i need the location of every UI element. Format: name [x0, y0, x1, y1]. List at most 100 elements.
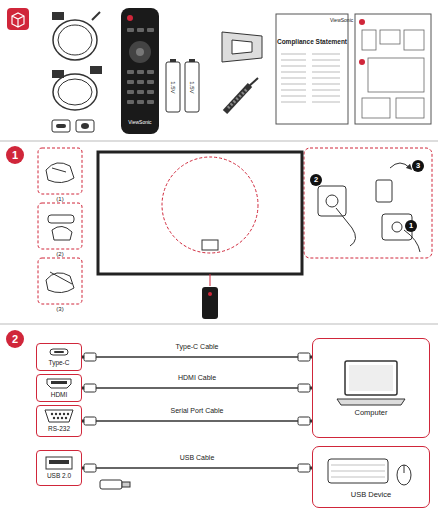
drawing-part: [84, 384, 96, 392]
drawing-part: [129, 41, 151, 63]
drawing-part: [96, 420, 298, 422]
drawing-part: [90, 66, 102, 74]
drawing-part: [137, 28, 144, 32]
drawing-part: [404, 30, 424, 50]
drawing-part: [248, 78, 258, 87]
node-text: 3: [416, 162, 420, 170]
drawing-part: [38, 148, 432, 304]
cable: [82, 353, 312, 361]
drawing-part: [50, 272, 72, 284]
drawing-part: [127, 100, 134, 104]
callout-number: 3: [412, 160, 424, 172]
drawing-part: [45, 410, 73, 422]
drawing-part: [397, 465, 411, 485]
drawing-part: [228, 89, 247, 108]
drawing-part: [96, 356, 298, 358]
drawing-part: [53, 20, 97, 60]
drawing-part: [53, 417, 55, 419]
label: 1.5V: [189, 81, 196, 93]
drawing-part: [147, 70, 154, 74]
drawing-part: [96, 467, 298, 469]
drawing-part: [0, 141, 438, 142]
drawing-part: [298, 384, 310, 392]
node-text: 2: [314, 176, 318, 184]
edge-label: Type-C Cable: [174, 343, 221, 351]
drawing-part: [84, 464, 96, 472]
drawing-part: [336, 208, 356, 246]
drawing-part: [12, 13, 24, 27]
node-text: USB Device: [351, 491, 391, 499]
drawing-part: [53, 74, 97, 110]
drawing-part: [345, 361, 397, 395]
drawing-part: [127, 15, 133, 21]
drawing-part: [52, 168, 66, 172]
node-text: HDMI: [51, 391, 68, 398]
drawing-part: [312, 96, 340, 97]
drawing-part: [0, 324, 438, 325]
node-text: RS-232: [48, 425, 70, 432]
drawing-part: [392, 222, 402, 232]
drawing-part: [312, 102, 340, 103]
cable: [82, 417, 312, 425]
drawing-part: [98, 152, 302, 274]
port-icon: [45, 456, 73, 470]
drawing-part: [76, 120, 94, 132]
drawing-part: [331, 464, 385, 465]
drawing-part: [162, 157, 258, 253]
port-icon: [46, 378, 72, 389]
drawing-part: [127, 28, 134, 32]
label: ViewSonic: [330, 18, 353, 24]
port-icon: [44, 409, 74, 423]
port-box: USB 2.0: [36, 450, 82, 486]
drawing-part: [276, 14, 348, 124]
drawing-part: [96, 387, 298, 389]
port-icon: [335, 359, 407, 407]
node-text: Type-C: [49, 359, 70, 366]
drawing-part: [47, 379, 71, 388]
drawing-part: [331, 470, 385, 471]
drawing-part: [349, 365, 393, 391]
node-text: USB 2.0: [47, 472, 71, 479]
drawing-part: [147, 28, 154, 32]
drawing-part: [359, 59, 365, 65]
drawing-part: [210, 274, 211, 286]
drawing-part: [137, 70, 144, 74]
drawing-part: [326, 195, 338, 207]
drawing-part: [304, 148, 432, 258]
drawing-part: [147, 100, 154, 104]
drawing-part: [312, 66, 340, 67]
drawing-part: [100, 480, 122, 489]
drawing-part: [298, 464, 310, 472]
edge-label: USB Cable: [178, 454, 217, 462]
drawing-part: [52, 70, 64, 78]
drawing-part: [81, 123, 89, 129]
drawing-part: [281, 66, 306, 67]
drawing-part: [121, 8, 159, 134]
port-icon: [48, 347, 70, 357]
drawing-part: [331, 476, 385, 477]
drawing-part: [337, 399, 405, 405]
drawing-part: [281, 84, 306, 85]
node-text: 2: [12, 333, 18, 345]
edge-label: Serial Port Cable: [169, 407, 226, 415]
drawing-part: [127, 28, 154, 104]
drawing-part: [281, 60, 306, 61]
drawing-part: [281, 54, 306, 55]
drawing-part: [380, 30, 400, 44]
label: 1.5V: [170, 81, 177, 93]
drawing-part: [45, 456, 73, 470]
edge-label: HDMI Cable: [176, 374, 218, 382]
drawing-part: [48, 215, 74, 223]
drawing-part: [46, 163, 74, 183]
drawing-part: [49, 460, 69, 464]
drawing-part: [51, 413, 69, 419]
drawing-part: [59, 413, 61, 415]
drawing-part: [368, 58, 424, 92]
drawing-part: [147, 80, 154, 84]
label: ViewSonic: [128, 120, 151, 126]
port-box: RS-232: [36, 405, 82, 437]
node-text: 1: [409, 222, 413, 230]
drawing-part: [376, 180, 392, 202]
drawing-part: [54, 351, 64, 353]
